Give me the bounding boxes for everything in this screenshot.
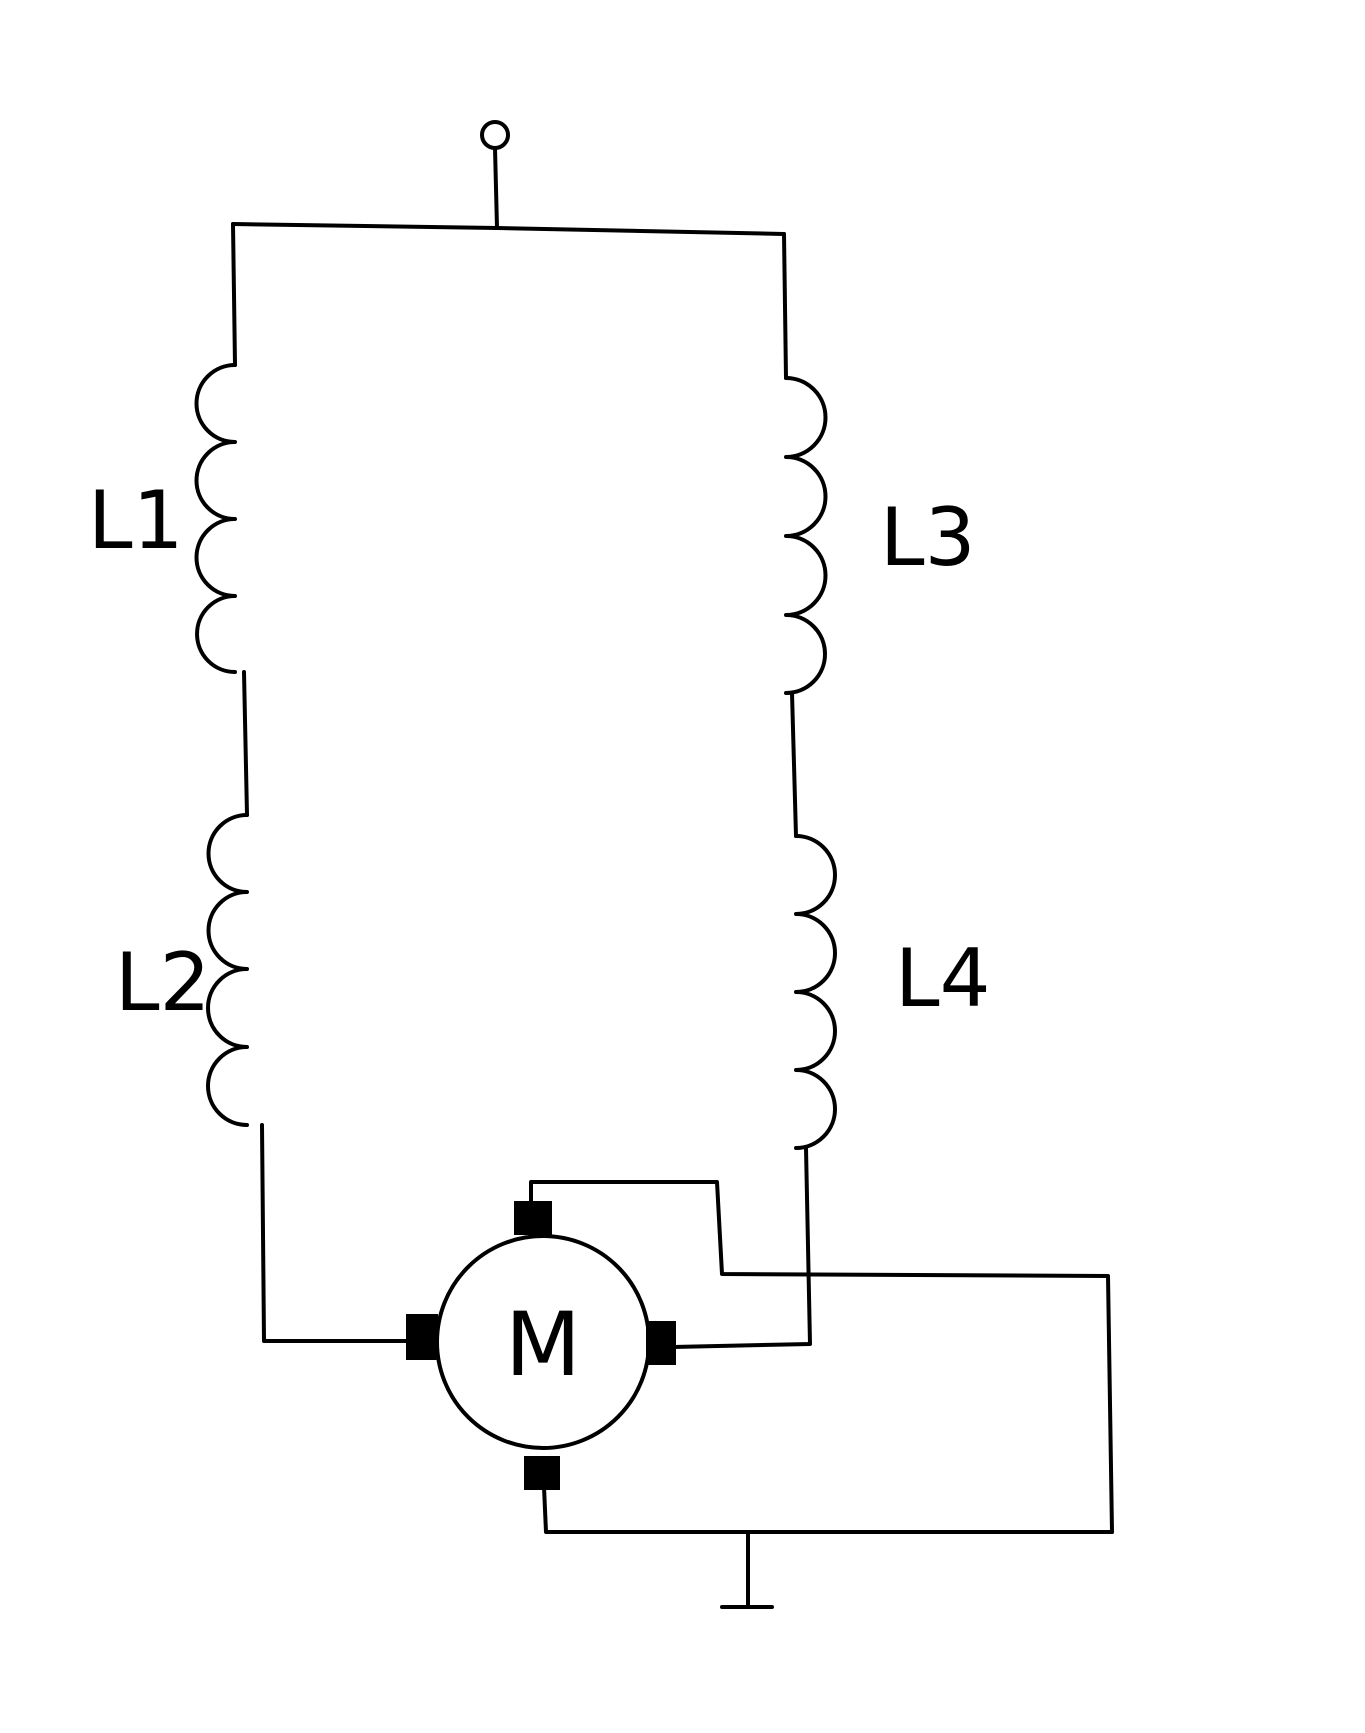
left-wire-middle (242, 670, 249, 817)
motor-brush-top (514, 1201, 552, 1235)
inductor-l2-label: L2 (115, 936, 210, 1029)
inductor-l1-coil (194, 363, 237, 674)
inductor-l4-label: L4 (895, 932, 990, 1025)
left-wire-bottom (260, 1123, 414, 1343)
inductor-l3-label: L3 (880, 491, 975, 584)
supply-terminal-icon (480, 120, 510, 150)
right-wire-middle (790, 691, 798, 838)
inductor-l4-coil (794, 834, 837, 1150)
motor-brush-left (406, 1314, 438, 1360)
right-wire-bottom (671, 1146, 812, 1349)
inductor-l3-coil (784, 376, 828, 695)
supply-lead-wire (493, 146, 499, 230)
motor-brush-right (646, 1321, 676, 1365)
motor-brush-bottom (524, 1456, 560, 1490)
inductor-l2-coil (206, 813, 249, 1127)
top-brush-wire (529, 1180, 1114, 1534)
inductor-l1-label: L1 (88, 474, 183, 567)
ground-bus-wire (542, 1485, 1114, 1534)
motor-label: M (505, 1293, 581, 1396)
top-bus-wire (231, 222, 786, 236)
right-wire-top (782, 232, 788, 380)
left-wire-top (231, 222, 237, 367)
